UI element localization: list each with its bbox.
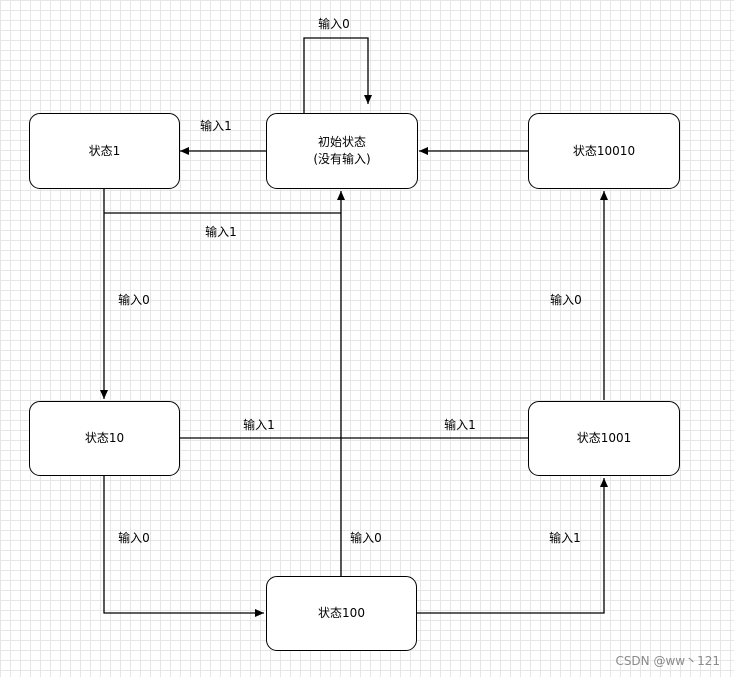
edge-label-s10-to-init: 输入1: [243, 418, 275, 432]
state-1001-node[interactable]: 状态1001: [528, 401, 680, 476]
edge-label-init-self: 输入0: [318, 17, 350, 31]
state-initial-sublabel: (没有输入): [313, 152, 371, 166]
edge-label-s100-to-s1001: 输入1: [549, 531, 581, 545]
edge-label-s1-to-init: 输入1: [205, 225, 237, 239]
state-10-node[interactable]: 状态10: [29, 401, 180, 476]
state-10010-label: 状态10010: [572, 143, 636, 158]
edge-label-s10-to-s100: 输入0: [118, 531, 150, 545]
state-100-node[interactable]: 状态100: [266, 576, 417, 651]
edge-label-s1001-to-s10010: 输入0: [550, 293, 582, 307]
edge-label-s1-to-s10: 输入0: [118, 293, 150, 307]
state-10-label: 状态10: [84, 431, 125, 445]
edge-s10-to-s100: [103, 476, 264, 617]
edge-label-s100-to-init: 输入0: [350, 531, 382, 545]
state-10010-node[interactable]: 状态10010: [528, 113, 680, 189]
state-initial-label: 初始状态: [317, 135, 366, 149]
edge-label-init-to-s1: 输入1: [200, 119, 232, 133]
edge-init-self: [303, 37, 372, 113]
csdn-watermark: CSDN @ww丶121: [615, 654, 720, 668]
edge-s100-to-s1001: [417, 478, 608, 614]
state-100-label: 状态100: [318, 606, 365, 620]
state-initial-node[interactable]: 初始状态 (没有输入): [266, 113, 418, 189]
edge-label-s1001-to-init: 输入1: [444, 418, 476, 432]
state-1-label: 状态1: [88, 143, 121, 158]
state-1001-label: 状态1001: [576, 431, 632, 445]
state-1-node[interactable]: 状态1: [29, 113, 180, 189]
